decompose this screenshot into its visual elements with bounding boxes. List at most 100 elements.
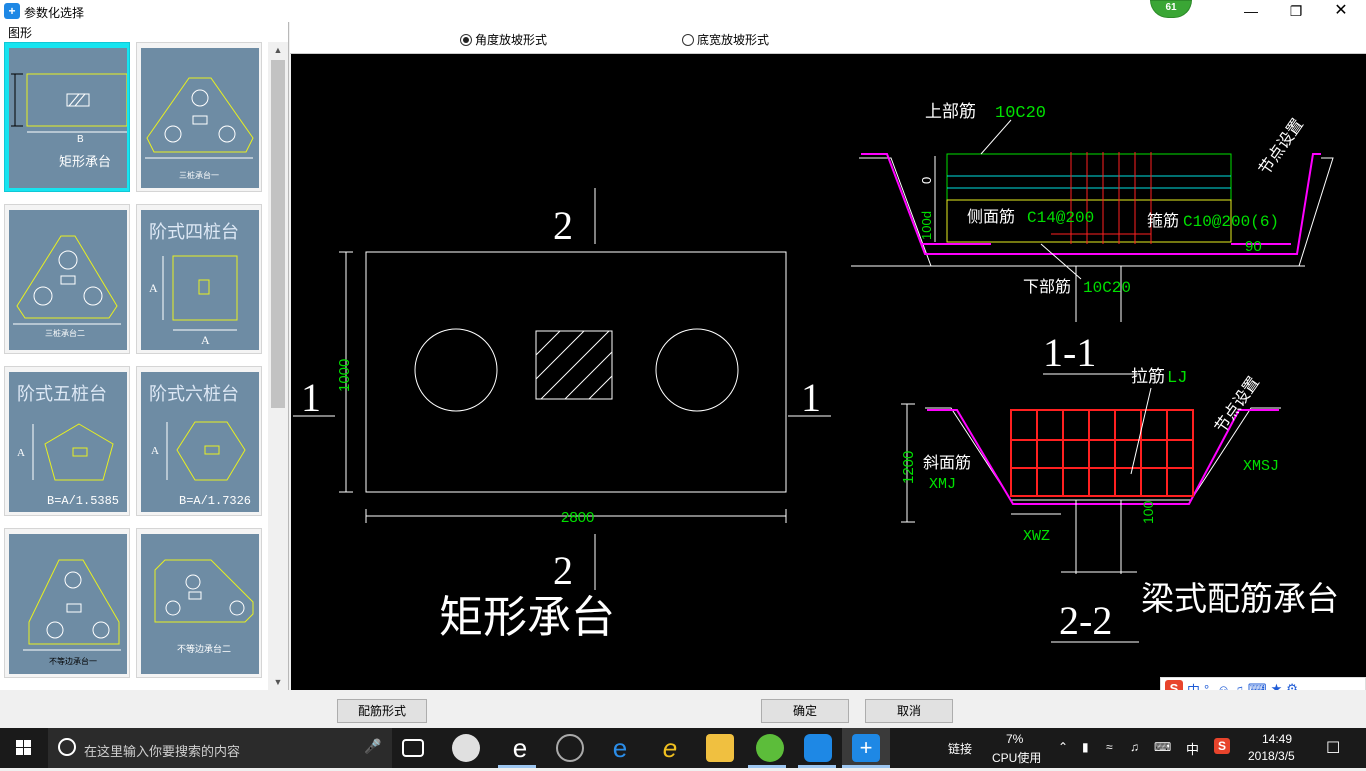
column-section — [535, 330, 613, 400]
section-mark-bottom: 2 — [553, 548, 573, 593]
cortana-icon[interactable] — [58, 738, 76, 756]
scroll-thumb[interactable] — [271, 60, 285, 408]
fan-app-icon[interactable] — [452, 734, 480, 762]
thumb-label: 阶式四桩台 — [149, 222, 239, 242]
xmj-label: XMJ — [929, 476, 956, 493]
cpu-label: CPU使用 — [992, 751, 1042, 765]
radio-bottom-width-slope[interactable]: 底宽放坡形式 — [682, 31, 769, 48]
scroll-down-icon[interactable]: ▼ — [273, 677, 283, 687]
thumb-stepped-six-pile[interactable]: 阶式六桩台 A B=A/1.7326 — [136, 366, 262, 516]
main-title: 矩形承台 — [439, 593, 615, 642]
microphone-icon[interactable]: 🎤 — [364, 738, 382, 754]
cap-outline — [365, 251, 787, 493]
ie-icon-2[interactable]: e — [662, 733, 678, 763]
height-dim: 1000 — [336, 359, 353, 392]
thumb-image: 三桩承台二 — [9, 210, 127, 350]
battery-icon[interactable]: ▮ — [1082, 740, 1089, 754]
thumb-dim: B — [77, 134, 84, 145]
node-setting-label: 节点设置 — [1256, 116, 1307, 179]
thumb-label: 阶式六桩台 — [149, 384, 239, 404]
link-label[interactable]: 链接 — [948, 742, 973, 756]
g-app-icon[interactable] — [804, 734, 832, 762]
thumb-three-pile-1[interactable]: 三桩承台一 — [136, 42, 262, 192]
network-icon[interactable]: ≈ — [1106, 740, 1113, 754]
running-indicator — [842, 765, 890, 768]
thumb-image: 不等边承台一 — [9, 534, 127, 674]
performance-badge[interactable]: 61 — [1150, 0, 1192, 18]
file-explorer-icon[interactable] — [706, 734, 734, 762]
microphone-icon[interactable]: ♫ — [1234, 681, 1244, 697]
clock-time[interactable]: 14:49 — [1262, 732, 1293, 746]
active-app-slot[interactable]: + — [842, 728, 890, 768]
thumb-image: B 矩形承台 — [9, 48, 127, 188]
title-bar: + 参数化选择 61 — ❐ ✕ — [0, 0, 1366, 22]
close-button[interactable]: ✕ — [1334, 2, 1348, 19]
start-button[interactable] — [0, 728, 48, 768]
running-indicator — [798, 765, 836, 768]
radio-angle-slope[interactable]: 角度放坡形式 — [460, 31, 547, 48]
keyboard-icon[interactable]: ⌨ — [1154, 740, 1172, 754]
ok-button[interactable]: 确定 — [761, 699, 849, 723]
side-rebar-value: C14@200 — [1027, 209, 1094, 227]
slope-rebar-label: 斜面筋 — [923, 454, 971, 472]
maximize-button[interactable]: ❐ — [1289, 3, 1303, 19]
notification-icon[interactable]: ☐ — [1326, 740, 1341, 757]
tie-value: LJ — [1167, 369, 1187, 388]
thumb-scrollbar[interactable]: ▲ ▼ — [268, 42, 288, 690]
task-view-icon[interactable] — [402, 739, 424, 757]
thumb-unequal-cap-1[interactable]: 不等边承台一 — [4, 528, 130, 678]
rebar-form-button[interactable]: 配筋形式 — [337, 699, 427, 723]
ime-indicator[interactable]: 中 — [1186, 742, 1200, 757]
punctuation-icon[interactable]: °, — [1204, 681, 1213, 697]
thumb-dim: A — [149, 281, 158, 295]
radio-unselected-icon[interactable] — [682, 33, 694, 46]
dim-1200: 1200 — [900, 451, 917, 484]
thumb-dim: B=A/1.7326 — [179, 494, 251, 508]
tools-icon[interactable]: ⚙ — [1286, 681, 1298, 696]
radio-selected-icon[interactable] — [460, 33, 472, 46]
thumb-unequal-cap-2[interactable]: 不等边承台二 — [136, 528, 262, 678]
stirrup-label: 箍筋 — [1147, 212, 1179, 230]
clock-date[interactable]: 2018/3/5 — [1248, 749, 1295, 763]
minimize-button[interactable]: — — [1244, 3, 1258, 19]
thumb-stepped-four-pile[interactable]: 阶式四桩台 A A — [136, 204, 262, 354]
section-mark-right: 1 — [801, 375, 821, 420]
dim-100d: 100d — [919, 211, 934, 240]
spiral-app-icon[interactable] — [556, 734, 584, 762]
green-app-icon[interactable] — [756, 734, 784, 762]
glodon-app-icon[interactable]: + — [852, 734, 880, 762]
thumb-side-dim: A — [17, 447, 25, 459]
shape-panel-label: 图形 — [8, 26, 33, 40]
thumb-image: 三桩承台一 — [141, 48, 259, 188]
running-indicator — [748, 765, 786, 768]
sogou-tray-icon[interactable]: S — [1214, 738, 1230, 754]
edge-icon[interactable]: e — [612, 733, 628, 763]
windows-icon — [16, 740, 31, 755]
section-mark-top: 2 — [553, 203, 573, 248]
taskbar-search[interactable]: 在这里输入你要搜索的内容 🎤 — [48, 728, 392, 768]
beam-cap-title: 梁式配筋承台 — [1141, 580, 1339, 617]
running-indicator — [498, 765, 536, 768]
ie-icon-1[interactable]: e — [512, 733, 528, 763]
top-rebar-value: 10C20 — [995, 104, 1046, 123]
thumb-label: 阶式五桩台 — [17, 384, 107, 404]
tray-up-icon[interactable]: ⌃ — [1058, 740, 1069, 754]
skin-icon[interactable]: ★ — [1270, 681, 1283, 696]
thumb-image: 阶式四桩台 A A — [141, 210, 259, 350]
windows-taskbar: 在这里输入你要搜索的内容 🎤 e e e + 链接 7% CPU使用 ⌃ ▮ ≈… — [0, 728, 1366, 768]
app-icon: + — [4, 3, 20, 19]
thumb-dim-bottom: A — [201, 333, 210, 347]
section-2-2-drawing: 1200 拉筋 LJ 节点设置 斜面筋 XMJ XMSJ 100 XWZ 2-2… — [900, 367, 1339, 643]
volume-icon[interactable]: ♫ — [1130, 740, 1139, 754]
node-setting-label-2: 节点设置 — [1212, 374, 1263, 437]
scroll-up-icon[interactable]: ▲ — [273, 45, 283, 55]
thumb-image: 不等边承台二 — [141, 534, 259, 674]
top-rebar-label: 上部筋 — [925, 102, 976, 121]
thumb-stepped-five-pile[interactable]: 阶式五桩台 A B=A/1.5385 — [4, 366, 130, 516]
thumb-rect-cap[interactable]: B 矩形承台 — [4, 42, 130, 192]
cancel-button[interactable]: 取消 — [865, 699, 953, 723]
thumb-label: 三桩承台一 — [179, 170, 219, 180]
thumb-label: 三桩承台二 — [45, 328, 85, 338]
thumb-dim: B=A/1.5385 — [47, 494, 119, 508]
thumb-three-pile-2[interactable]: 三桩承台二 — [4, 204, 130, 354]
